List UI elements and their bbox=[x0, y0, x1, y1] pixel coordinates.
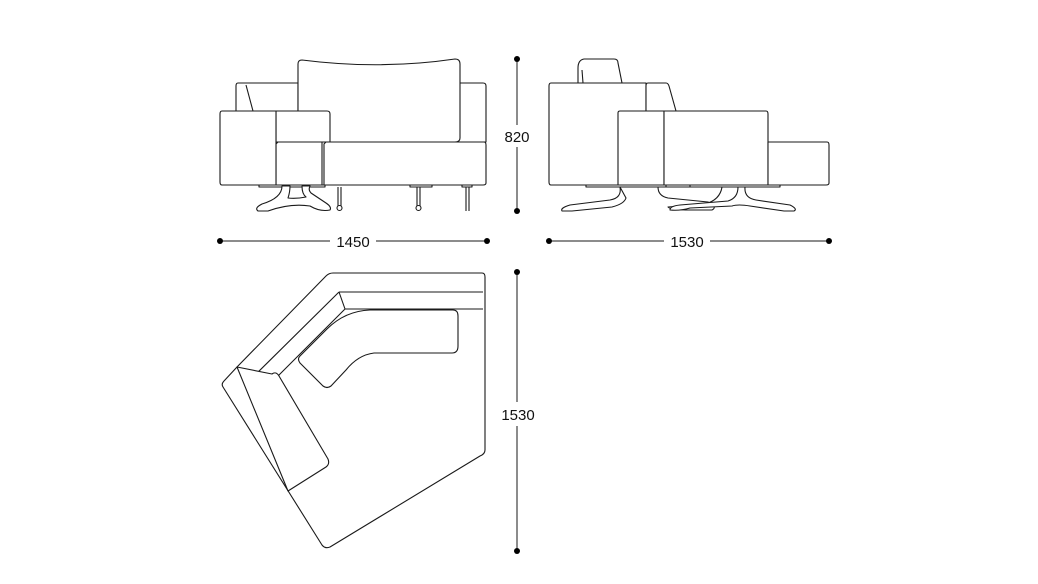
top-view bbox=[221, 272, 486, 549]
dimension-top-depth: 1530 bbox=[498, 269, 538, 554]
dimension-side-depth: 1530 bbox=[546, 232, 832, 251]
right-back-cushion bbox=[454, 82, 487, 143]
height-label: 820 bbox=[504, 129, 529, 146]
arm-seat-piece bbox=[275, 141, 323, 186]
dimension-front-width: 1450 bbox=[217, 232, 490, 251]
leg-pins bbox=[336, 184, 473, 212]
main-back-cushion bbox=[297, 58, 461, 143]
front-width-label: 1450 bbox=[336, 234, 369, 251]
back-rail bbox=[246, 291, 483, 384]
side-back-piece bbox=[645, 82, 677, 112]
arm-back bbox=[275, 110, 331, 143]
top-depth-label: 1530 bbox=[501, 407, 534, 424]
side-seat-block bbox=[663, 110, 769, 186]
left-arm bbox=[219, 110, 277, 186]
left-back-cushion bbox=[235, 82, 299, 112]
side-view bbox=[548, 58, 830, 212]
star-leg bbox=[256, 185, 332, 212]
side-depth-label: 1530 bbox=[670, 234, 703, 251]
front-view bbox=[219, 58, 487, 212]
dimension-height: 820 bbox=[500, 56, 534, 214]
side-arm-front bbox=[617, 110, 665, 186]
side-leg-left bbox=[561, 186, 627, 212]
left-cushion-top bbox=[236, 366, 330, 492]
seat-cushion bbox=[323, 141, 487, 186]
footrest bbox=[767, 141, 830, 186]
seat-cushion-top bbox=[297, 309, 459, 389]
side-leg-right bbox=[669, 186, 796, 212]
headrest bbox=[577, 58, 623, 84]
